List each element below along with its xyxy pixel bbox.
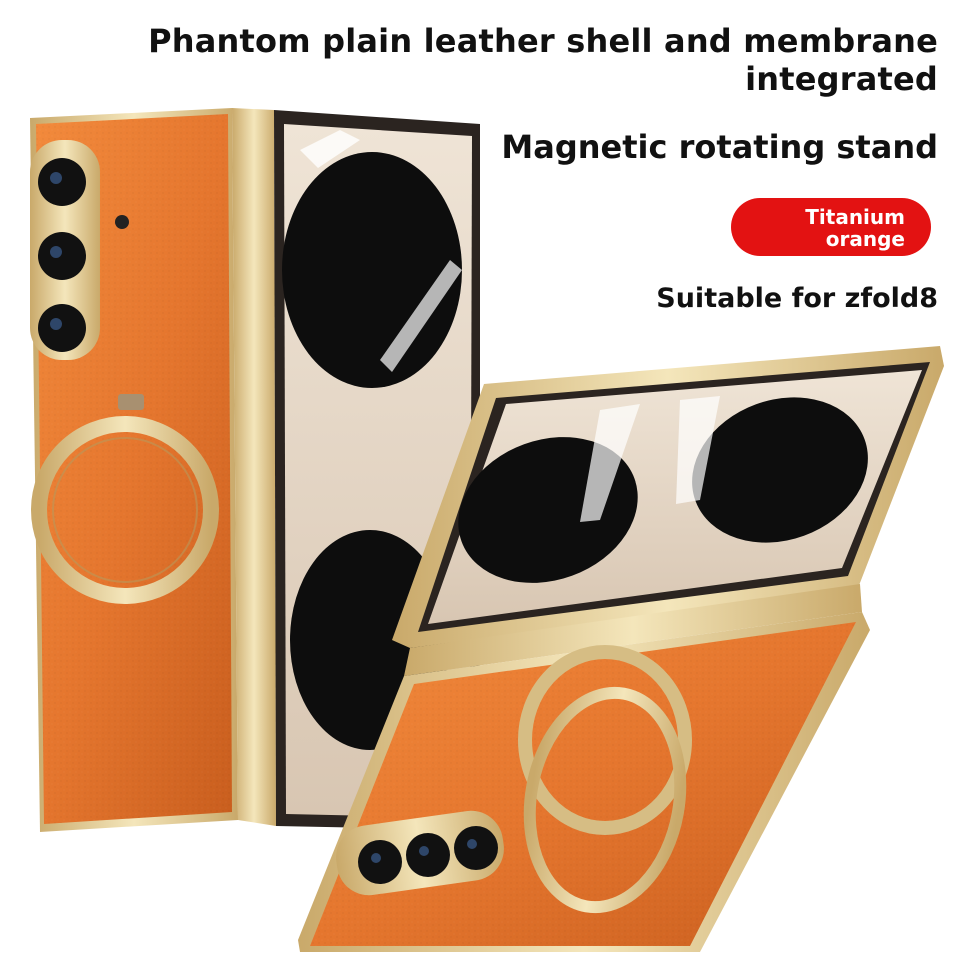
ring-base — [518, 645, 692, 835]
hinge-spine — [232, 108, 276, 826]
color-badge-line1: Titanium — [805, 205, 905, 229]
feature-stand: Magnetic rotating stand — [501, 128, 938, 166]
color-badge-line2: orange — [825, 227, 905, 251]
ring-hinge — [118, 394, 144, 410]
lower-camera-lens-2 — [406, 833, 450, 877]
lower-camera-lens-3 — [454, 826, 498, 870]
hinge — [404, 584, 862, 676]
compatibility-text: Suitable for zfold8 — [656, 283, 938, 314]
color-badge: Titanium orange — [731, 198, 931, 256]
camera-lens-3 — [38, 304, 86, 352]
ring-stand — [523, 686, 687, 914]
lower-camera-lens-1 — [358, 840, 402, 884]
folded-phone — [30, 108, 480, 832]
camera-lens-1 — [38, 158, 86, 206]
unfolded-phone — [298, 346, 944, 952]
headline: Phantom plain leather shell and membrane… — [148, 22, 938, 98]
camera-lens-2 — [38, 232, 86, 280]
magnetic-ring — [31, 416, 219, 604]
